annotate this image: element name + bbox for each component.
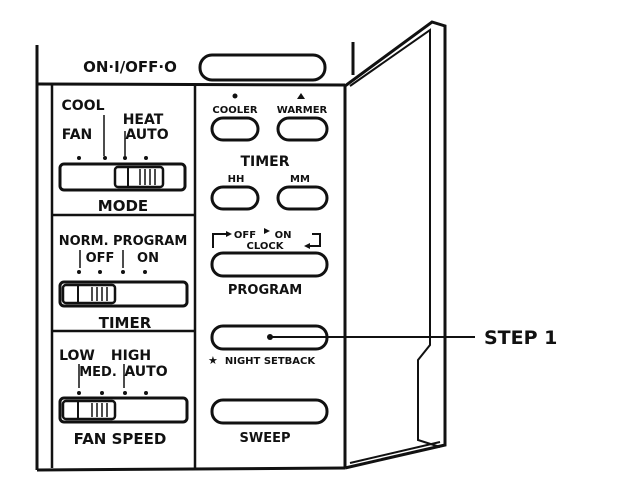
night-setback-label: NIGHT SETBACK [225, 356, 317, 367]
fan-speed-title: FAN SPEED [74, 430, 167, 448]
cooler-button[interactable] [210, 116, 260, 142]
timer-selector: NORM. PROGRAM OFF ON TIMER [58, 234, 189, 332]
clock-on-label: ON [275, 230, 292, 241]
fan-auto-label: AUTO [124, 364, 167, 380]
timer-off-label: OFF [86, 251, 115, 266]
mode-slider[interactable] [58, 162, 187, 192]
sweep-button[interactable] [210, 398, 329, 425]
mode-title: MODE [98, 197, 148, 215]
sweep-label: SWEEP [240, 431, 291, 446]
step-1-label: STEP 1 [484, 327, 557, 349]
mm-button[interactable] [276, 185, 329, 211]
cooler-label: COOLER [212, 105, 258, 116]
clock-cycle-indicator: OFF ON CLOCK [212, 228, 321, 252]
hh-label: HH [228, 174, 245, 185]
fan-speed-selector: LOW HIGH MED. AUTO FAN SPEED [58, 348, 189, 448]
power-button[interactable] [198, 53, 327, 82]
fan-low-label: LOW [59, 348, 95, 364]
panel-frame [35, 42, 355, 472]
fan-med-label: MED. [79, 365, 117, 380]
warmer-button[interactable] [276, 116, 329, 142]
timer-on-label: ON [137, 251, 159, 266]
timer-title: TIMER [99, 314, 152, 332]
program-button[interactable] [210, 251, 329, 278]
warmer-label: WARMER [277, 105, 328, 116]
warmer-indicator-triangle [297, 93, 305, 99]
timer-norm-program-label: NORM. PROGRAM [59, 234, 188, 249]
mode-heat-label: HEAT [123, 112, 164, 128]
mode-cool-label: COOL [62, 98, 105, 114]
clock-label: CLOCK [247, 241, 285, 252]
program-label: PROGRAM [228, 283, 302, 298]
star-icon: ★ [208, 354, 218, 367]
mode-slider-knob[interactable] [113, 165, 165, 189]
timer-slider-knob[interactable] [61, 283, 117, 305]
fan-high-label: HIGH [111, 348, 151, 364]
mode-selector: COOL HEAT FAN AUTO MODE [58, 98, 187, 215]
clock-off-label: OFF [234, 230, 256, 241]
step-callout: STEP 1 [267, 327, 557, 349]
mm-label: MM [290, 174, 310, 185]
cooler-indicator-dot [232, 93, 238, 99]
hh-button[interactable] [210, 185, 260, 211]
timer-set-title: TIMER [240, 154, 289, 170]
mode-auto-label: AUTO [125, 127, 168, 143]
hinged-door [343, 20, 447, 470]
power-label: ON·I/OFF·O [83, 58, 177, 76]
mode-fan-label: FAN [62, 127, 93, 143]
fan-speed-slider-knob[interactable] [61, 399, 117, 421]
